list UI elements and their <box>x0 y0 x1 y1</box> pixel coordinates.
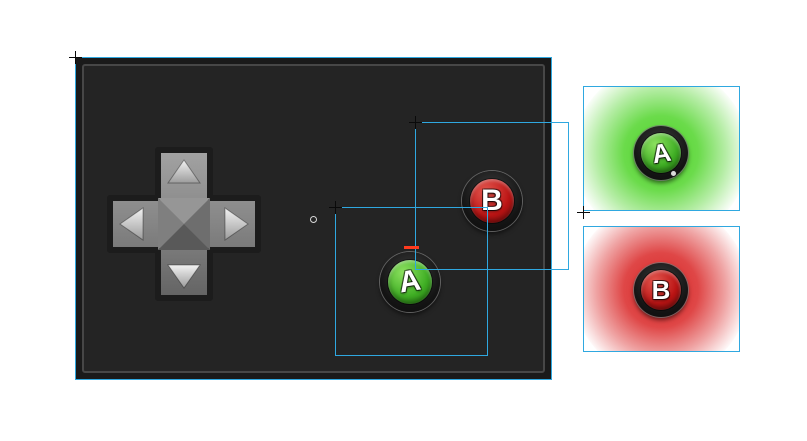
library-button-a[interactable]: A <box>634 126 688 180</box>
selection-rect-a <box>335 207 488 356</box>
button-b[interactable]: B <box>462 171 522 231</box>
library-button-a-label: A <box>649 136 673 170</box>
dpad[interactable] <box>106 146 262 302</box>
origin-circle-icon <box>670 170 677 177</box>
library-button-b[interactable]: B <box>634 263 688 317</box>
dpad-center-pyramid <box>158 198 210 250</box>
origin-circle-icon <box>310 216 317 223</box>
library-crosshair-icon[interactable] <box>577 206 590 219</box>
selection-b-crosshair-icon[interactable] <box>409 116 422 129</box>
button-a-face: A <box>388 260 432 304</box>
library-button-b-label: B <box>651 275 671 305</box>
dpad-graphic <box>107 147 261 301</box>
dpad-right-arrow-icon <box>224 207 249 241</box>
library-tile-a[interactable]: A <box>583 86 740 211</box>
selection-a-crosshair-icon[interactable] <box>329 201 342 214</box>
dpad-left-arrow-icon <box>119 207 144 241</box>
selection-rect-b <box>415 122 569 270</box>
button-a[interactable]: A <box>380 252 440 312</box>
dpad-down-arrow-icon <box>167 264 201 289</box>
button-b-face: B <box>470 179 514 223</box>
button-b-label: B <box>481 184 503 217</box>
library-button-a-face: A <box>641 133 681 173</box>
library-button-b-face: B <box>641 270 681 310</box>
dpad-up-arrow-icon <box>167 159 201 184</box>
panel-crosshair-icon[interactable] <box>69 51 82 64</box>
snap-tick-icon <box>404 246 419 249</box>
library-tile-b[interactable]: B <box>583 226 740 352</box>
